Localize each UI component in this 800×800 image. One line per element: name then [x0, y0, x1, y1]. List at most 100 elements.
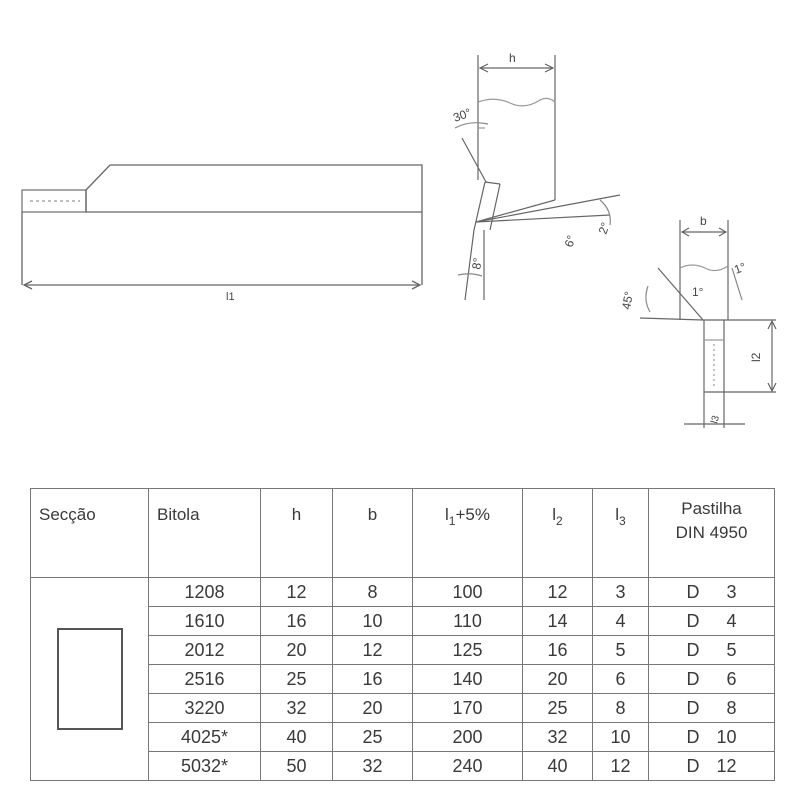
cell-l3: 5	[592, 635, 649, 665]
table-row: 4025* 40 25 200 32 10 D 10	[31, 722, 775, 752]
angle-2-label: 2°	[596, 220, 613, 236]
cell-l2: 12	[522, 577, 593, 607]
cell-h: 40	[260, 722, 333, 752]
pastilha-letter: D	[686, 697, 700, 718]
header-l1-main: l	[445, 505, 449, 524]
cell-b: 20	[332, 693, 413, 723]
pastilha-size: 6	[726, 668, 737, 689]
specification-table: Secção Bitola h b l1+5% l2 l3 Pastilha D…	[30, 488, 775, 781]
cell-bitola: 2516	[148, 664, 261, 694]
cell-l1: 140	[412, 664, 523, 694]
cell-b: 32	[332, 751, 413, 781]
cell-l1: 170	[412, 693, 523, 723]
cell-b: 25	[332, 722, 413, 752]
pastilha-size: 10	[716, 726, 737, 747]
header-l1: l1+5%	[412, 488, 523, 578]
header-b: b	[332, 488, 413, 578]
header-pastilha-line1: Pastilha	[681, 499, 742, 518]
cell-l2: 16	[522, 635, 593, 665]
rectangular-section-shape	[56, 628, 123, 730]
cell-l3: 12	[592, 751, 649, 781]
table-header-row: Secção Bitola h b l1+5% l2 l3 Pastilha D…	[30, 488, 775, 578]
cell-l1: 110	[412, 606, 523, 636]
header-l2-sub: 2	[556, 514, 563, 528]
cell-l3: 4	[592, 606, 649, 636]
angle-1-side-label: 1°	[692, 285, 704, 299]
pastilha-letter: D	[686, 639, 700, 660]
cell-bitola: 3220	[148, 693, 261, 723]
pastilha-letter: D	[686, 755, 700, 776]
header-l3-sub: 3	[619, 514, 626, 528]
cell-h: 25	[260, 664, 333, 694]
cell-h: 16	[260, 606, 333, 636]
cell-b: 12	[332, 635, 413, 665]
angle-45-label: 45°	[619, 290, 636, 310]
section-cell	[30, 577, 149, 781]
header-pastilha-line2: DIN 4950	[675, 523, 748, 542]
pastilha-size: 4	[726, 610, 737, 631]
tool-top-view	[639, 220, 777, 428]
cell-l1: 240	[412, 751, 523, 781]
length-l1-label: l1	[226, 291, 235, 303]
technical-drawings: l1 h 30° 8° 6° 2°	[21, 51, 777, 428]
cell-l2: 25	[522, 693, 593, 723]
cell-bitola: 5032*	[148, 751, 261, 781]
header-bitola: Bitola	[148, 488, 261, 578]
angle-1-top-label: 1°	[732, 260, 748, 277]
pastilha-size: 3	[726, 581, 737, 602]
height-h-label: h	[509, 51, 516, 65]
header-l3: l3	[592, 488, 649, 578]
cell-bitola: 1610	[148, 606, 261, 636]
pastilha-letter: D	[686, 668, 700, 689]
cell-l3: 6	[592, 664, 649, 694]
cell-pastilha: D 10	[648, 722, 775, 752]
cell-l3: 8	[592, 693, 649, 723]
cell-l2: 20	[522, 664, 593, 694]
cell-l1: 100	[412, 577, 523, 607]
tool-front-view	[454, 55, 621, 301]
pastilha-size: 5	[726, 639, 737, 660]
tool-side-view	[21, 164, 423, 290]
cell-l3: 10	[592, 722, 649, 752]
header-l2-main: l	[552, 505, 557, 524]
cell-h: 12	[260, 577, 333, 607]
pastilha-letter: D	[686, 610, 700, 631]
cell-bitola: 1208	[148, 577, 261, 607]
width-b-label: b	[700, 214, 707, 228]
header-l1-sub: 1	[448, 514, 456, 528]
cell-b: 10	[332, 606, 413, 636]
header-seccao: Secção	[30, 488, 149, 578]
pastilha-letter: D	[686, 581, 700, 602]
cell-l2: 14	[522, 606, 593, 636]
cell-l2: 32	[522, 722, 593, 752]
angle-8-label: 8°	[469, 257, 485, 271]
angle-6-label: 6°	[562, 233, 579, 249]
cell-bitola: 4025*	[148, 722, 261, 752]
cell-h: 50	[260, 751, 333, 781]
length-l3-label: l3	[709, 414, 722, 425]
header-l3-main: l	[615, 505, 620, 524]
cell-l1: 200	[412, 722, 523, 752]
length-l2-label: l2	[749, 352, 763, 362]
pastilha-letter: D	[686, 726, 700, 747]
cell-l1: 125	[412, 635, 523, 665]
header-l2: l2	[522, 488, 593, 578]
cell-bitola: 2012	[148, 635, 261, 665]
cell-h: 32	[260, 693, 333, 723]
cell-l2: 40	[522, 751, 593, 781]
header-l1-suffix: +5%	[455, 505, 490, 524]
cell-b: 16	[332, 664, 413, 694]
angle-30-label: 30°	[451, 105, 473, 124]
cell-l3: 3	[592, 577, 649, 607]
